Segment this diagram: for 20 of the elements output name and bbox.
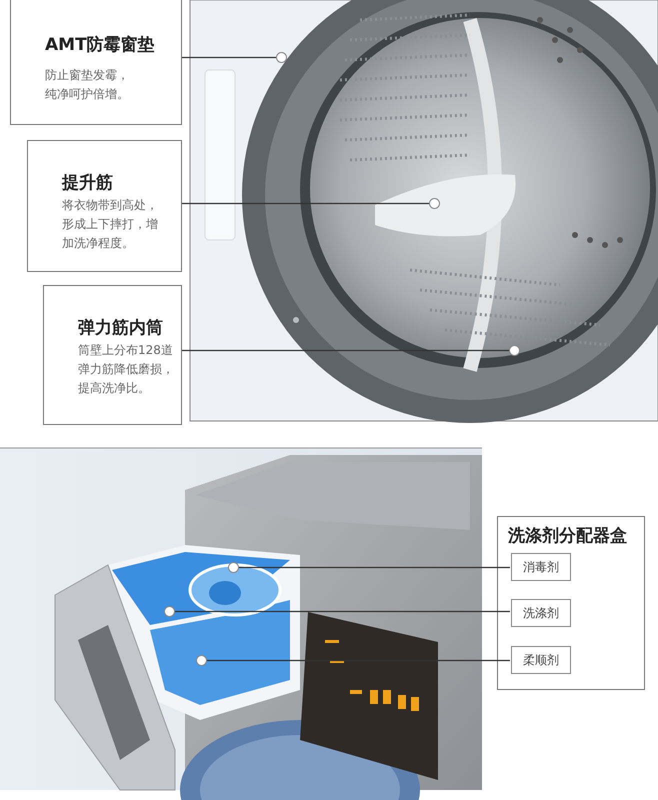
description: 防止窗垫发霉，纯净呵护倍增。: [45, 67, 130, 104]
callout-box: [10, 0, 182, 125]
leader-line: [182, 202, 429, 204]
heading: 弹力筋内筒: [78, 317, 163, 339]
heading: 洗涤剂分配器盒: [508, 525, 627, 547]
description: 筒壁上分布128道弹力筋降低磨损，提高洗净比。: [78, 342, 175, 398]
label-box: 柔顺剂: [511, 646, 571, 674]
leader-line: [175, 610, 510, 612]
label-box: 洗涤剂: [511, 599, 571, 627]
callout-box: [43, 285, 182, 425]
description: 将衣物带到高处，形成上下摔打，增加洗净程度。: [62, 197, 159, 252]
leader-line: [207, 660, 510, 662]
label-box: 消毒剂: [511, 553, 571, 581]
leader-line: [182, 350, 509, 352]
leader-line: [182, 56, 276, 58]
leader-line: [239, 566, 510, 568]
heading: 提升筋: [62, 172, 113, 194]
callout-box: [497, 516, 645, 690]
heading: AMT防霉窗垫: [45, 34, 155, 56]
callout-box: [27, 140, 182, 272]
